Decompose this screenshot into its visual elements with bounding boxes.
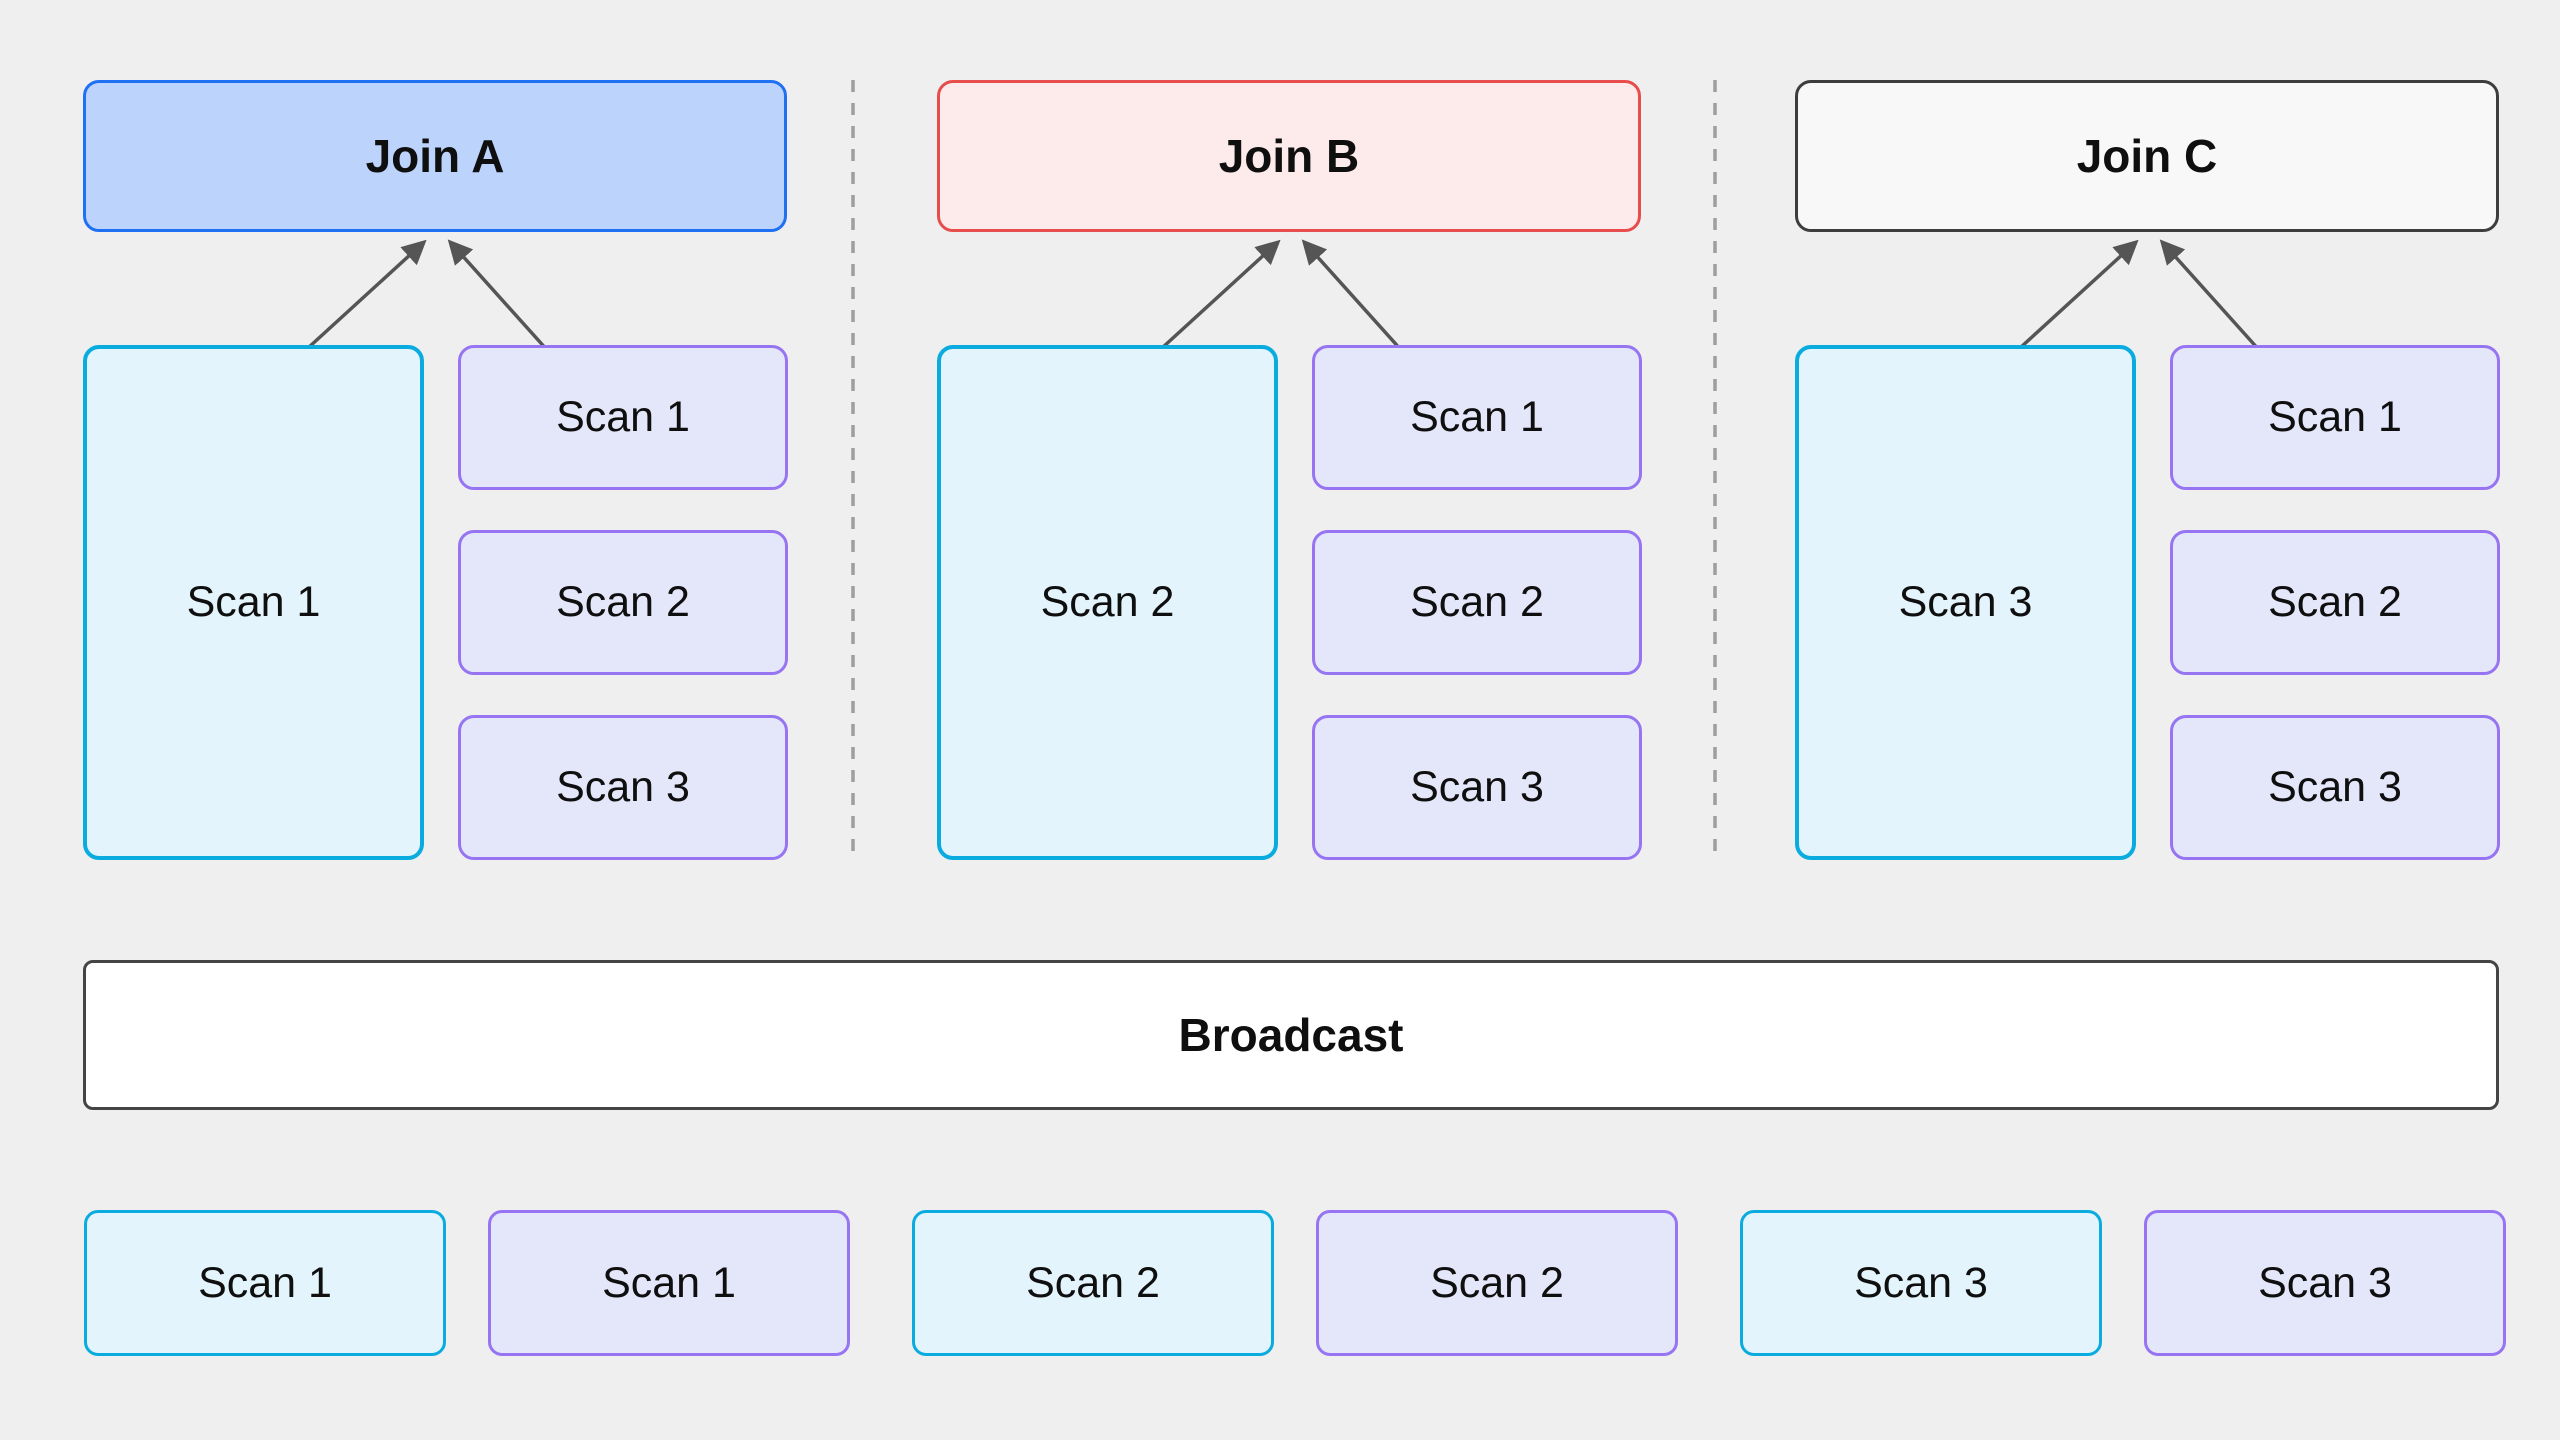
bottom-scan-2-purple-label: Scan 2 <box>1430 1258 1564 1307</box>
group-c-small-scan-3: Scan 3 <box>2170 715 2500 860</box>
group-b-small-scan-2: Scan 2 <box>1312 530 1642 675</box>
bottom-scan-1-cyan-label: Scan 1 <box>198 1258 332 1307</box>
join-a-label: Join A <box>365 130 505 182</box>
join-group-a: Join A Scan 1 Scan 1 Scan 2 Scan 3 <box>83 80 788 862</box>
group-b-small-scan-2-label: Scan 2 <box>1410 578 1544 626</box>
group-a-small-scan-1-label: Scan 1 <box>556 393 690 441</box>
join-group-b: Join B Scan 2 Scan 1 Scan 2 Scan 3 <box>937 80 1642 862</box>
bottom-scan-3-purple-label: Scan 3 <box>2258 1258 2392 1307</box>
join-group-c: Join C Scan 3 Scan 1 Scan 2 Scan 3 <box>1795 80 2500 862</box>
bottom-scan-3-purple: Scan 3 <box>2144 1210 2506 1356</box>
group-c-small-scan-2: Scan 2 <box>2170 530 2500 675</box>
bottom-scan-1-purple-label: Scan 1 <box>602 1258 736 1307</box>
bottom-scan-3-cyan: Scan 3 <box>1740 1210 2102 1356</box>
group-a-small-scan-2: Scan 2 <box>458 530 788 675</box>
group-b-small-scan-3: Scan 3 <box>1312 715 1642 860</box>
group-a-big-scan-node: Scan 1 <box>83 345 424 860</box>
broadcast-node: Broadcast <box>83 960 2499 1110</box>
group-b-small-scan-3-label: Scan 3 <box>1410 763 1544 811</box>
group-a-small-scan-1: Scan 1 <box>458 345 788 490</box>
group-c-small-scan-1: Scan 1 <box>2170 345 2500 490</box>
group-a-big-scan-label: Scan 1 <box>186 578 321 626</box>
bottom-scan-2-cyan: Scan 2 <box>912 1210 1274 1356</box>
group-c-small-scan-2-label: Scan 2 <box>2268 578 2402 626</box>
join-a-node: Join A <box>83 80 787 232</box>
bottom-scan-1-cyan: Scan 1 <box>84 1210 446 1356</box>
group-c-small-scan-3-label: Scan 3 <box>2268 763 2402 811</box>
broadcast-label: Broadcast <box>1178 1009 1404 1061</box>
join-c-label: Join C <box>2076 130 2218 182</box>
join-c-node: Join C <box>1795 80 2499 232</box>
bottom-scan-3-cyan-label: Scan 3 <box>1854 1258 1988 1307</box>
group-b-small-scan-1: Scan 1 <box>1312 345 1642 490</box>
bottom-scan-2-cyan-label: Scan 2 <box>1026 1258 1160 1307</box>
group-b-big-scan-node: Scan 2 <box>937 345 1278 860</box>
bottom-scan-2-purple: Scan 2 <box>1316 1210 1678 1356</box>
group-c-small-scan-1-label: Scan 1 <box>2268 393 2402 441</box>
group-c-big-scan-label: Scan 3 <box>1898 578 2033 626</box>
group-b-small-scan-1-label: Scan 1 <box>1410 393 1544 441</box>
group-a-small-scan-3: Scan 3 <box>458 715 788 860</box>
group-a-small-scan-2-label: Scan 2 <box>556 578 690 626</box>
group-a-small-scan-3-label: Scan 3 <box>556 763 690 811</box>
join-b-label: Join B <box>1218 130 1360 182</box>
group-b-big-scan-label: Scan 2 <box>1040 578 1175 626</box>
group-c-big-scan-node: Scan 3 <box>1795 345 2136 860</box>
bottom-scan-1-purple: Scan 1 <box>488 1210 850 1356</box>
join-b-node: Join B <box>937 80 1641 232</box>
